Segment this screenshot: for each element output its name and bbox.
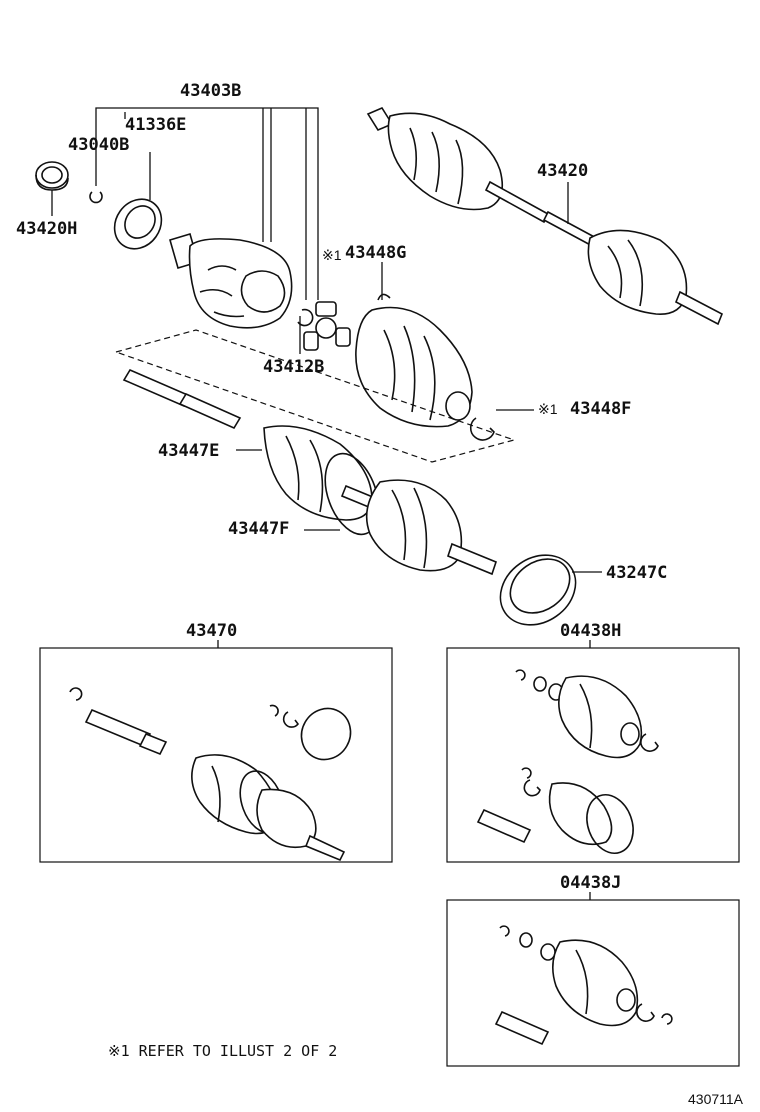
seal-43420h-drawing <box>35 161 69 191</box>
footer-note: ※1 REFER TO ILLUST 2 OF 2 <box>108 1042 337 1060</box>
label-43470[interactable]: 43470 <box>186 621 237 641</box>
kit-box-04438h <box>446 647 740 863</box>
label-41336e[interactable]: 41336E <box>125 115 186 135</box>
kit-04438h-drawing <box>476 669 659 854</box>
tripod-drawing <box>303 301 351 351</box>
label-43447f[interactable]: 43447F <box>228 519 289 539</box>
snap-ring-drawing <box>89 191 103 204</box>
ring-41336e-drawing <box>113 198 163 250</box>
label-43448g[interactable]: 43448G <box>345 243 406 263</box>
label-04438j[interactable]: 04438J <box>560 873 621 893</box>
boot-43448g-drawing <box>355 293 473 428</box>
kit-43470-drawing <box>69 687 352 862</box>
kit-04438j-drawing <box>494 925 673 1046</box>
illustration-code: 430711A <box>688 1091 744 1107</box>
dashed-outline <box>115 329 517 463</box>
label-04438h[interactable]: 04438H <box>560 621 621 641</box>
refmark-2: ※1 <box>538 401 558 417</box>
main-shaft-drawing <box>122 368 497 576</box>
label-43040b[interactable]: 43040B <box>68 135 129 155</box>
group-43403b: 43403B 41336E 43040B 43420H <box>16 81 319 300</box>
label-43403b[interactable]: 43403B <box>180 81 241 101</box>
kit-box-04438j <box>446 899 740 1067</box>
label-43412b[interactable]: 43412B <box>263 357 324 377</box>
inboard-joint-drawing <box>169 233 293 329</box>
clip-drawing <box>297 308 314 327</box>
refmark-1: ※1 <box>322 247 342 263</box>
ring-43247c-drawing <box>499 554 577 626</box>
label-43420[interactable]: 43420 <box>537 161 588 181</box>
label-43247c[interactable]: 43247C <box>606 563 667 583</box>
shaft-43420-drawing <box>366 106 724 326</box>
label-43448f[interactable]: 43448F <box>570 399 631 419</box>
label-43420h[interactable]: 43420H <box>16 219 77 239</box>
label-43447e[interactable]: 43447E <box>158 441 219 461</box>
kit-box-43470 <box>39 647 393 863</box>
